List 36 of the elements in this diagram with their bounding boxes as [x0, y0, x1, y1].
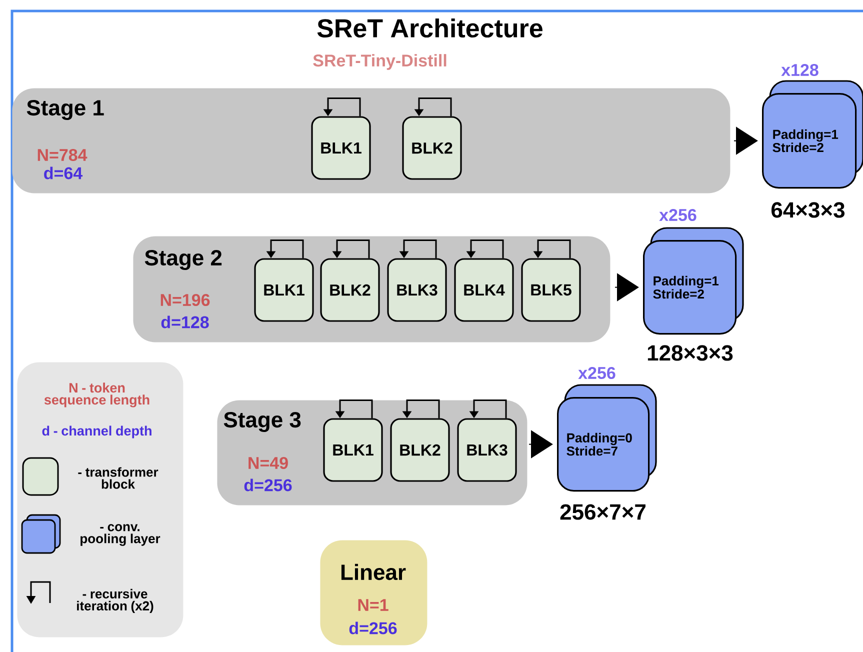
- pooling-layer: Padding=1 Stride=2: [643, 227, 744, 335]
- channel-depth: d=128: [161, 316, 209, 328]
- channel-depth: d=64: [44, 166, 83, 180]
- transformer-block: BLK4: [454, 258, 514, 322]
- kernel-size: 128×3×3: [648, 345, 733, 361]
- transformer-block: BLK2: [402, 116, 462, 180]
- kernel-size: 64×3×3: [771, 202, 845, 218]
- channel-depth: d=256: [244, 478, 292, 492]
- transformer-block: BLK1: [323, 418, 383, 482]
- title: SReT Architecture: [317, 18, 542, 38]
- token-count: N=784: [38, 148, 88, 162]
- subtitle: SReT-Tiny-Distill: [313, 54, 446, 70]
- kernel-size: 256×7×7: [560, 504, 646, 520]
- panel-heading: Linear: [341, 564, 406, 580]
- transformer-block: BLK1: [311, 116, 371, 180]
- panel-heading: Stage 1: [26, 100, 104, 120]
- transformer-block: BLK5: [521, 258, 581, 322]
- filter-count: x256: [578, 366, 616, 380]
- transformer-block: BLK1: [254, 258, 314, 322]
- token-count: N=1: [358, 599, 388, 611]
- legend-note: N - token sequence length: [44, 382, 150, 408]
- token-count: N=49: [248, 456, 288, 470]
- transformer-block: BLK3: [387, 258, 447, 322]
- token-count: N=196: [160, 294, 210, 306]
- legend-note: d - channel depth: [42, 426, 152, 438]
- transformer-block: BLK2: [320, 258, 380, 322]
- panel-heading: Stage 3: [224, 412, 301, 432]
- filter-count: x256: [659, 208, 696, 222]
- channel-depth: d=256: [349, 622, 397, 634]
- filter-count: x128: [781, 64, 818, 76]
- legend-text: - recursive iteration (x2): [77, 588, 154, 614]
- legend-text: - conv. pooling layer: [80, 524, 160, 546]
- transformer-block: BLK3: [457, 418, 517, 482]
- transformer-block: BLK2: [390, 418, 450, 482]
- legend-text: - transformer block: [78, 467, 158, 489]
- panel-heading: Stage 2: [144, 250, 222, 270]
